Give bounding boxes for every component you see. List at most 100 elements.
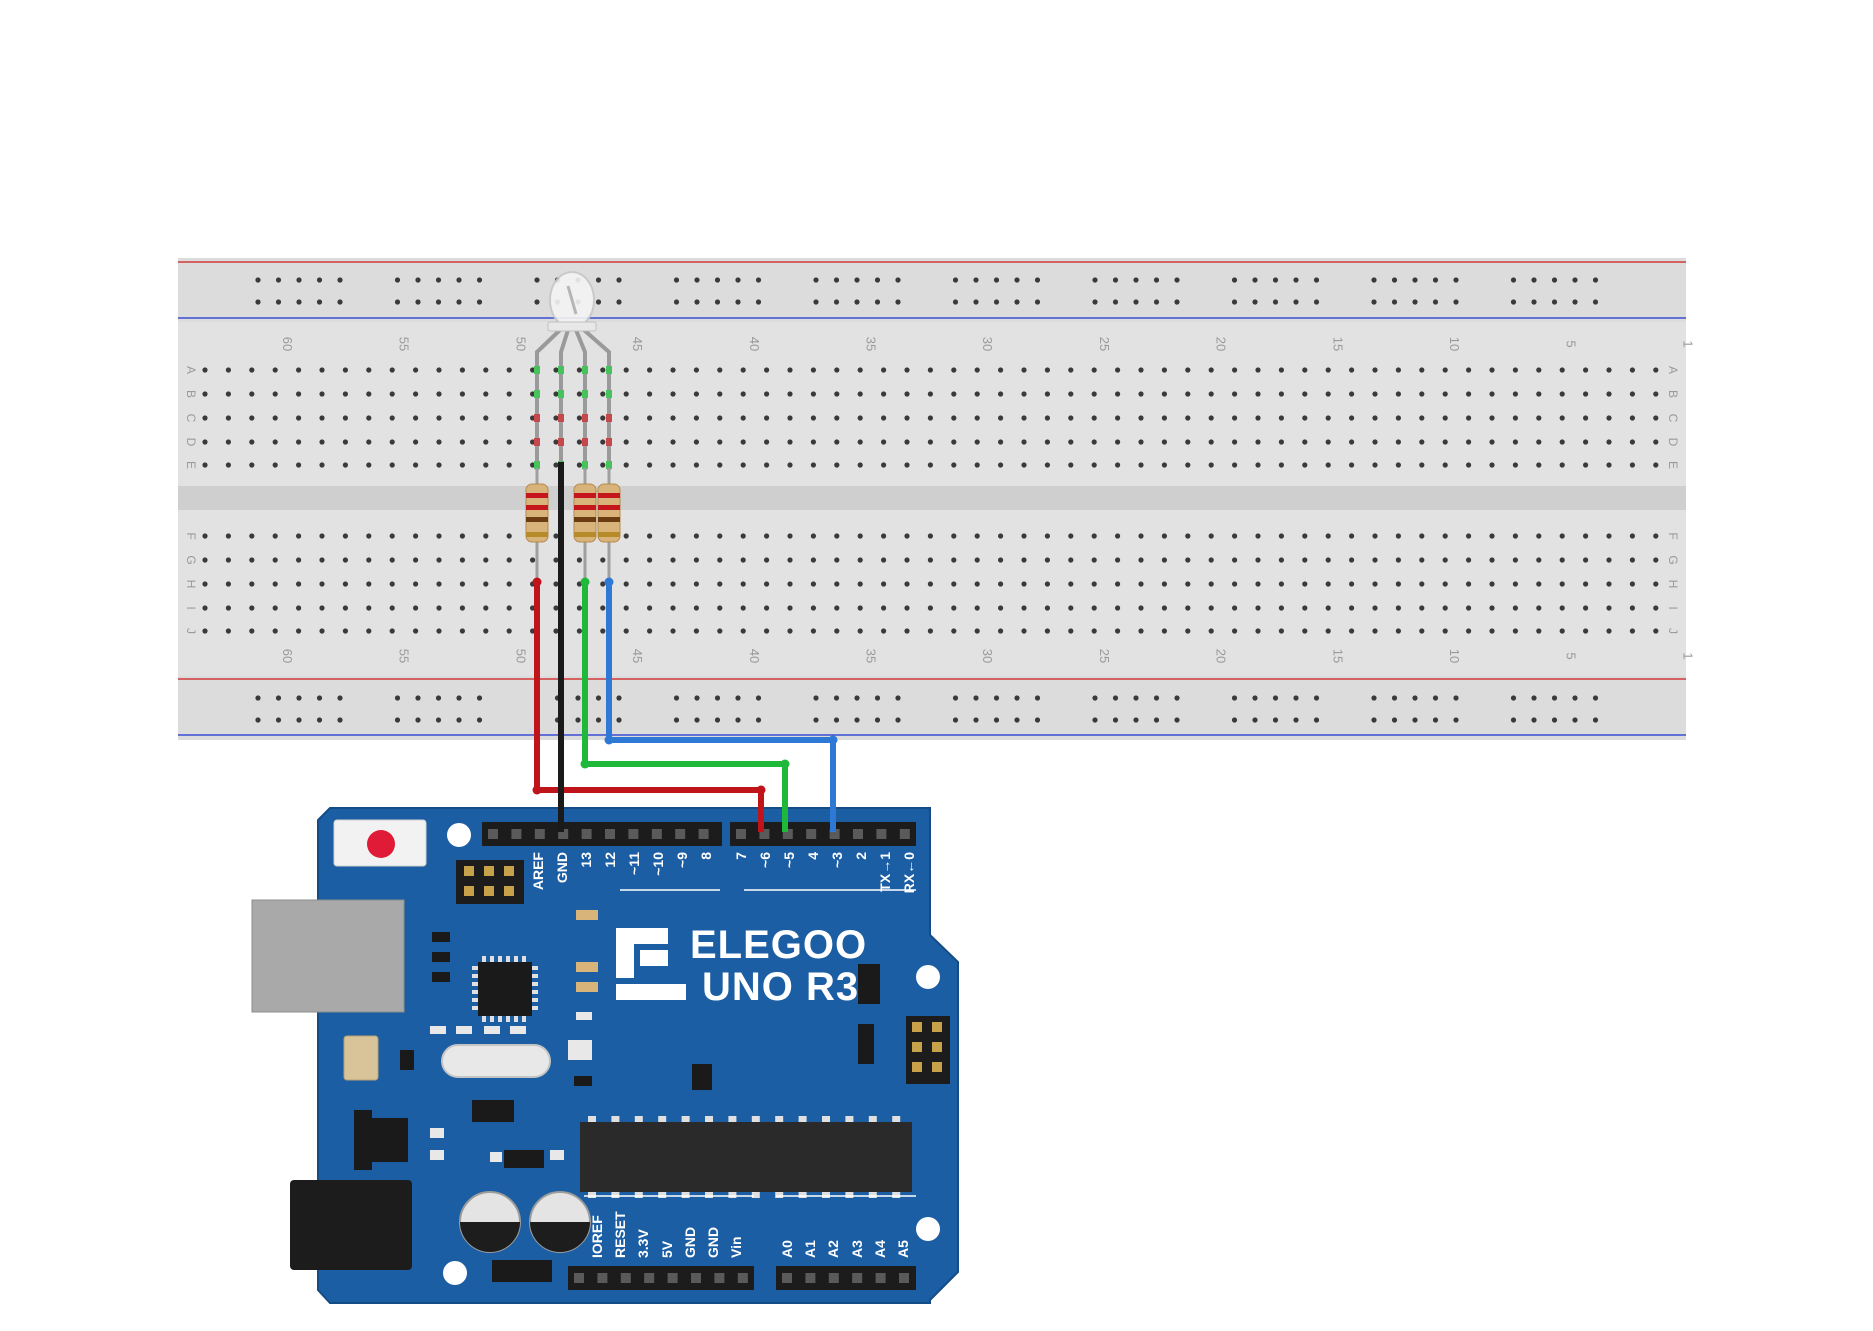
breadboard-hole [366, 439, 371, 444]
breadboard-hole [1349, 415, 1354, 420]
breadboard-hole [1536, 581, 1541, 586]
breadboard-hole [1489, 439, 1494, 444]
smd-part [432, 932, 450, 942]
breadboard-hole [436, 557, 441, 562]
rail-hole [1511, 299, 1516, 304]
rail-hole [456, 277, 461, 282]
breadboard-hole [787, 557, 792, 562]
breadboard-hole [811, 628, 816, 633]
breadboard-hole [1560, 415, 1565, 420]
rail-hole [1133, 277, 1138, 282]
breadboard-hole [951, 628, 956, 633]
breadboard-hole [390, 462, 395, 467]
smd-part [432, 972, 450, 982]
rail-hole [1293, 277, 1298, 282]
rail-hole [715, 277, 720, 282]
breadboard-hole [764, 628, 769, 633]
breadboard-hole [1232, 367, 1237, 372]
breadboard-hole [1583, 415, 1588, 420]
breadboard-hole [390, 557, 395, 562]
chip-pin [482, 956, 486, 962]
rail-hole [317, 277, 322, 282]
breadboard-hole [249, 605, 254, 610]
breadboard-hole [1466, 581, 1471, 586]
chip-pin [611, 1116, 619, 1122]
rail-hole [456, 695, 461, 700]
breadboard-hole [1583, 462, 1588, 467]
power-pin-label: GND [705, 1227, 721, 1258]
breadboard-hole [1349, 605, 1354, 610]
breadboard-hole [1185, 605, 1190, 610]
reset-button-cap[interactable] [367, 830, 395, 858]
breadboard-hole [1162, 391, 1167, 396]
breadboard-hole [764, 439, 769, 444]
breadboard-hole [1092, 415, 1097, 420]
breadboard-hole [1630, 533, 1635, 538]
breadboard-hole [319, 581, 324, 586]
rail-hole [1232, 277, 1237, 282]
breadboard-hole [1396, 605, 1401, 610]
breadboard-hole [858, 628, 863, 633]
icsp-pin [932, 1062, 942, 1072]
breadboard-hole [296, 533, 301, 538]
breadboard-hole [1068, 391, 1073, 396]
breadboard-hole [1396, 391, 1401, 396]
resistor-band [574, 493, 596, 498]
smd-part [858, 964, 880, 1004]
header-pin [675, 829, 685, 839]
breadboard-hole [834, 391, 839, 396]
rail-hole [415, 717, 420, 722]
lead-contact [558, 366, 564, 374]
breadboard-hole [202, 462, 207, 467]
chip-pin [658, 1192, 666, 1198]
rail-hole [477, 717, 482, 722]
breadboard-hole [366, 415, 371, 420]
chip-pin [799, 1192, 807, 1198]
breadboard-hole [1372, 533, 1377, 538]
row-letter: E [184, 461, 198, 469]
breadboard-hole [1209, 367, 1214, 372]
icsp-header-small [456, 860, 524, 904]
breadboard-hole [1326, 439, 1331, 444]
rail-hole [1572, 695, 1577, 700]
rail-hole [317, 717, 322, 722]
breadboard-hole [811, 391, 816, 396]
rail-hole [1531, 299, 1536, 304]
breadboard-hole [834, 628, 839, 633]
rail-hole [1433, 717, 1438, 722]
rail-hole [1511, 277, 1516, 282]
breadboard-hole [928, 628, 933, 633]
breadboard-hole [249, 415, 254, 420]
breadboard-hole [1630, 439, 1635, 444]
breadboard-hole [436, 533, 441, 538]
breadboard-hole [1419, 439, 1424, 444]
reset-button[interactable] [334, 820, 426, 866]
breadboard-hole [390, 439, 395, 444]
header-pin [511, 829, 521, 839]
breadboard-hole [273, 415, 278, 420]
rail-hole [1412, 717, 1417, 722]
breadboard-hole [1021, 415, 1026, 420]
digital-pin-label: ~5 [781, 852, 797, 868]
digital-pin-label: GND [554, 852, 570, 883]
breadboard-hole [1466, 391, 1471, 396]
breadboard-hole [1466, 367, 1471, 372]
breadboard-hole [647, 439, 652, 444]
rail-hole [973, 277, 978, 282]
row-letter: J [1666, 628, 1680, 634]
rail-hole [1531, 717, 1536, 722]
breadboard-hole [1349, 391, 1354, 396]
breadboard-hole [226, 533, 231, 538]
breadboard-hole [647, 533, 652, 538]
icsp-pin [912, 1022, 922, 1032]
breadboard-hole [343, 439, 348, 444]
breadboard-hole [647, 462, 652, 467]
breadboard-hole [1045, 605, 1050, 610]
breadboard-hole [1185, 557, 1190, 562]
breadboard-hole [1513, 462, 1518, 467]
rail-hole [813, 717, 818, 722]
rail-hole [596, 717, 601, 722]
breadboard-hole [1092, 439, 1097, 444]
breadboard-hole [226, 557, 231, 562]
breadboard-hole [413, 581, 418, 586]
